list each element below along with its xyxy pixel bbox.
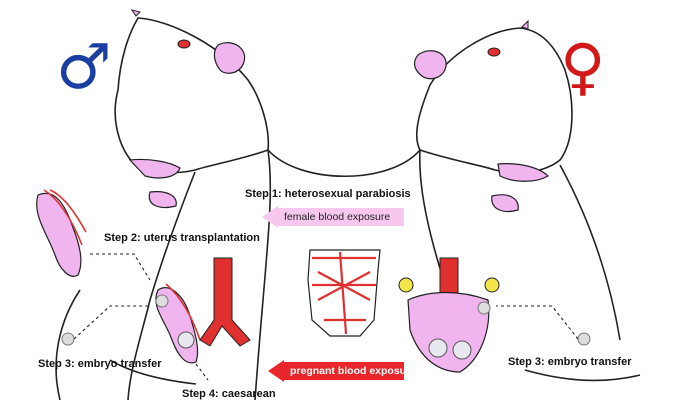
recipient-reproductive-tract <box>398 257 500 373</box>
embryo-source-right <box>577 332 591 346</box>
male-rat-hind-paw <box>148 191 177 209</box>
female-blood-arrowhead <box>262 206 278 228</box>
aorta-graft <box>199 257 251 347</box>
male-rat-front-paw <box>128 158 181 179</box>
vascular-network <box>307 249 381 337</box>
pregnant-blood-arrowhead <box>268 360 284 382</box>
pregnant-blood-exposure-arrow: pregnant blood exposure <box>268 360 416 382</box>
step3-left-label: Step 3: embryo transfer <box>38 358 162 370</box>
female-blood-arrow-bar: female blood exposure <box>278 208 404 226</box>
step1-label: Step 1: heterosexual parabiosis <box>245 188 411 200</box>
male-symbol: ♂ <box>56 30 112 103</box>
step2-label: Step 2: uterus transplantation <box>104 232 260 244</box>
guide-arrows <box>73 253 579 381</box>
step3-right-label: Step 3: embryo transfer <box>508 356 632 368</box>
transplanted-uterus <box>155 283 201 364</box>
female-rat-ear <box>413 50 447 80</box>
male-rat-nose <box>130 9 141 17</box>
embryo-source-left <box>61 332 75 346</box>
embryo-dot-left <box>155 294 169 308</box>
female-rat-nose <box>521 19 529 30</box>
female-rat-hind-paw <box>491 194 519 213</box>
male-rat-ear <box>213 42 246 74</box>
female-blood-exposure-arrow: female blood exposure <box>262 206 404 228</box>
male-rat-tail <box>109 359 197 385</box>
male-rat-eye <box>177 39 191 49</box>
embryo-dot-right <box>477 301 491 315</box>
parabiosis-junction <box>267 149 421 178</box>
donor-uterus <box>36 189 87 277</box>
female-rat-front-paw <box>497 163 549 182</box>
step4-label: Step 4: caesarean <box>182 388 276 400</box>
pregnant-blood-arrow-bar: pregnant blood exposure <box>284 362 416 380</box>
female-symbol: ♀ <box>560 30 606 103</box>
female-rat-eye <box>487 47 501 57</box>
